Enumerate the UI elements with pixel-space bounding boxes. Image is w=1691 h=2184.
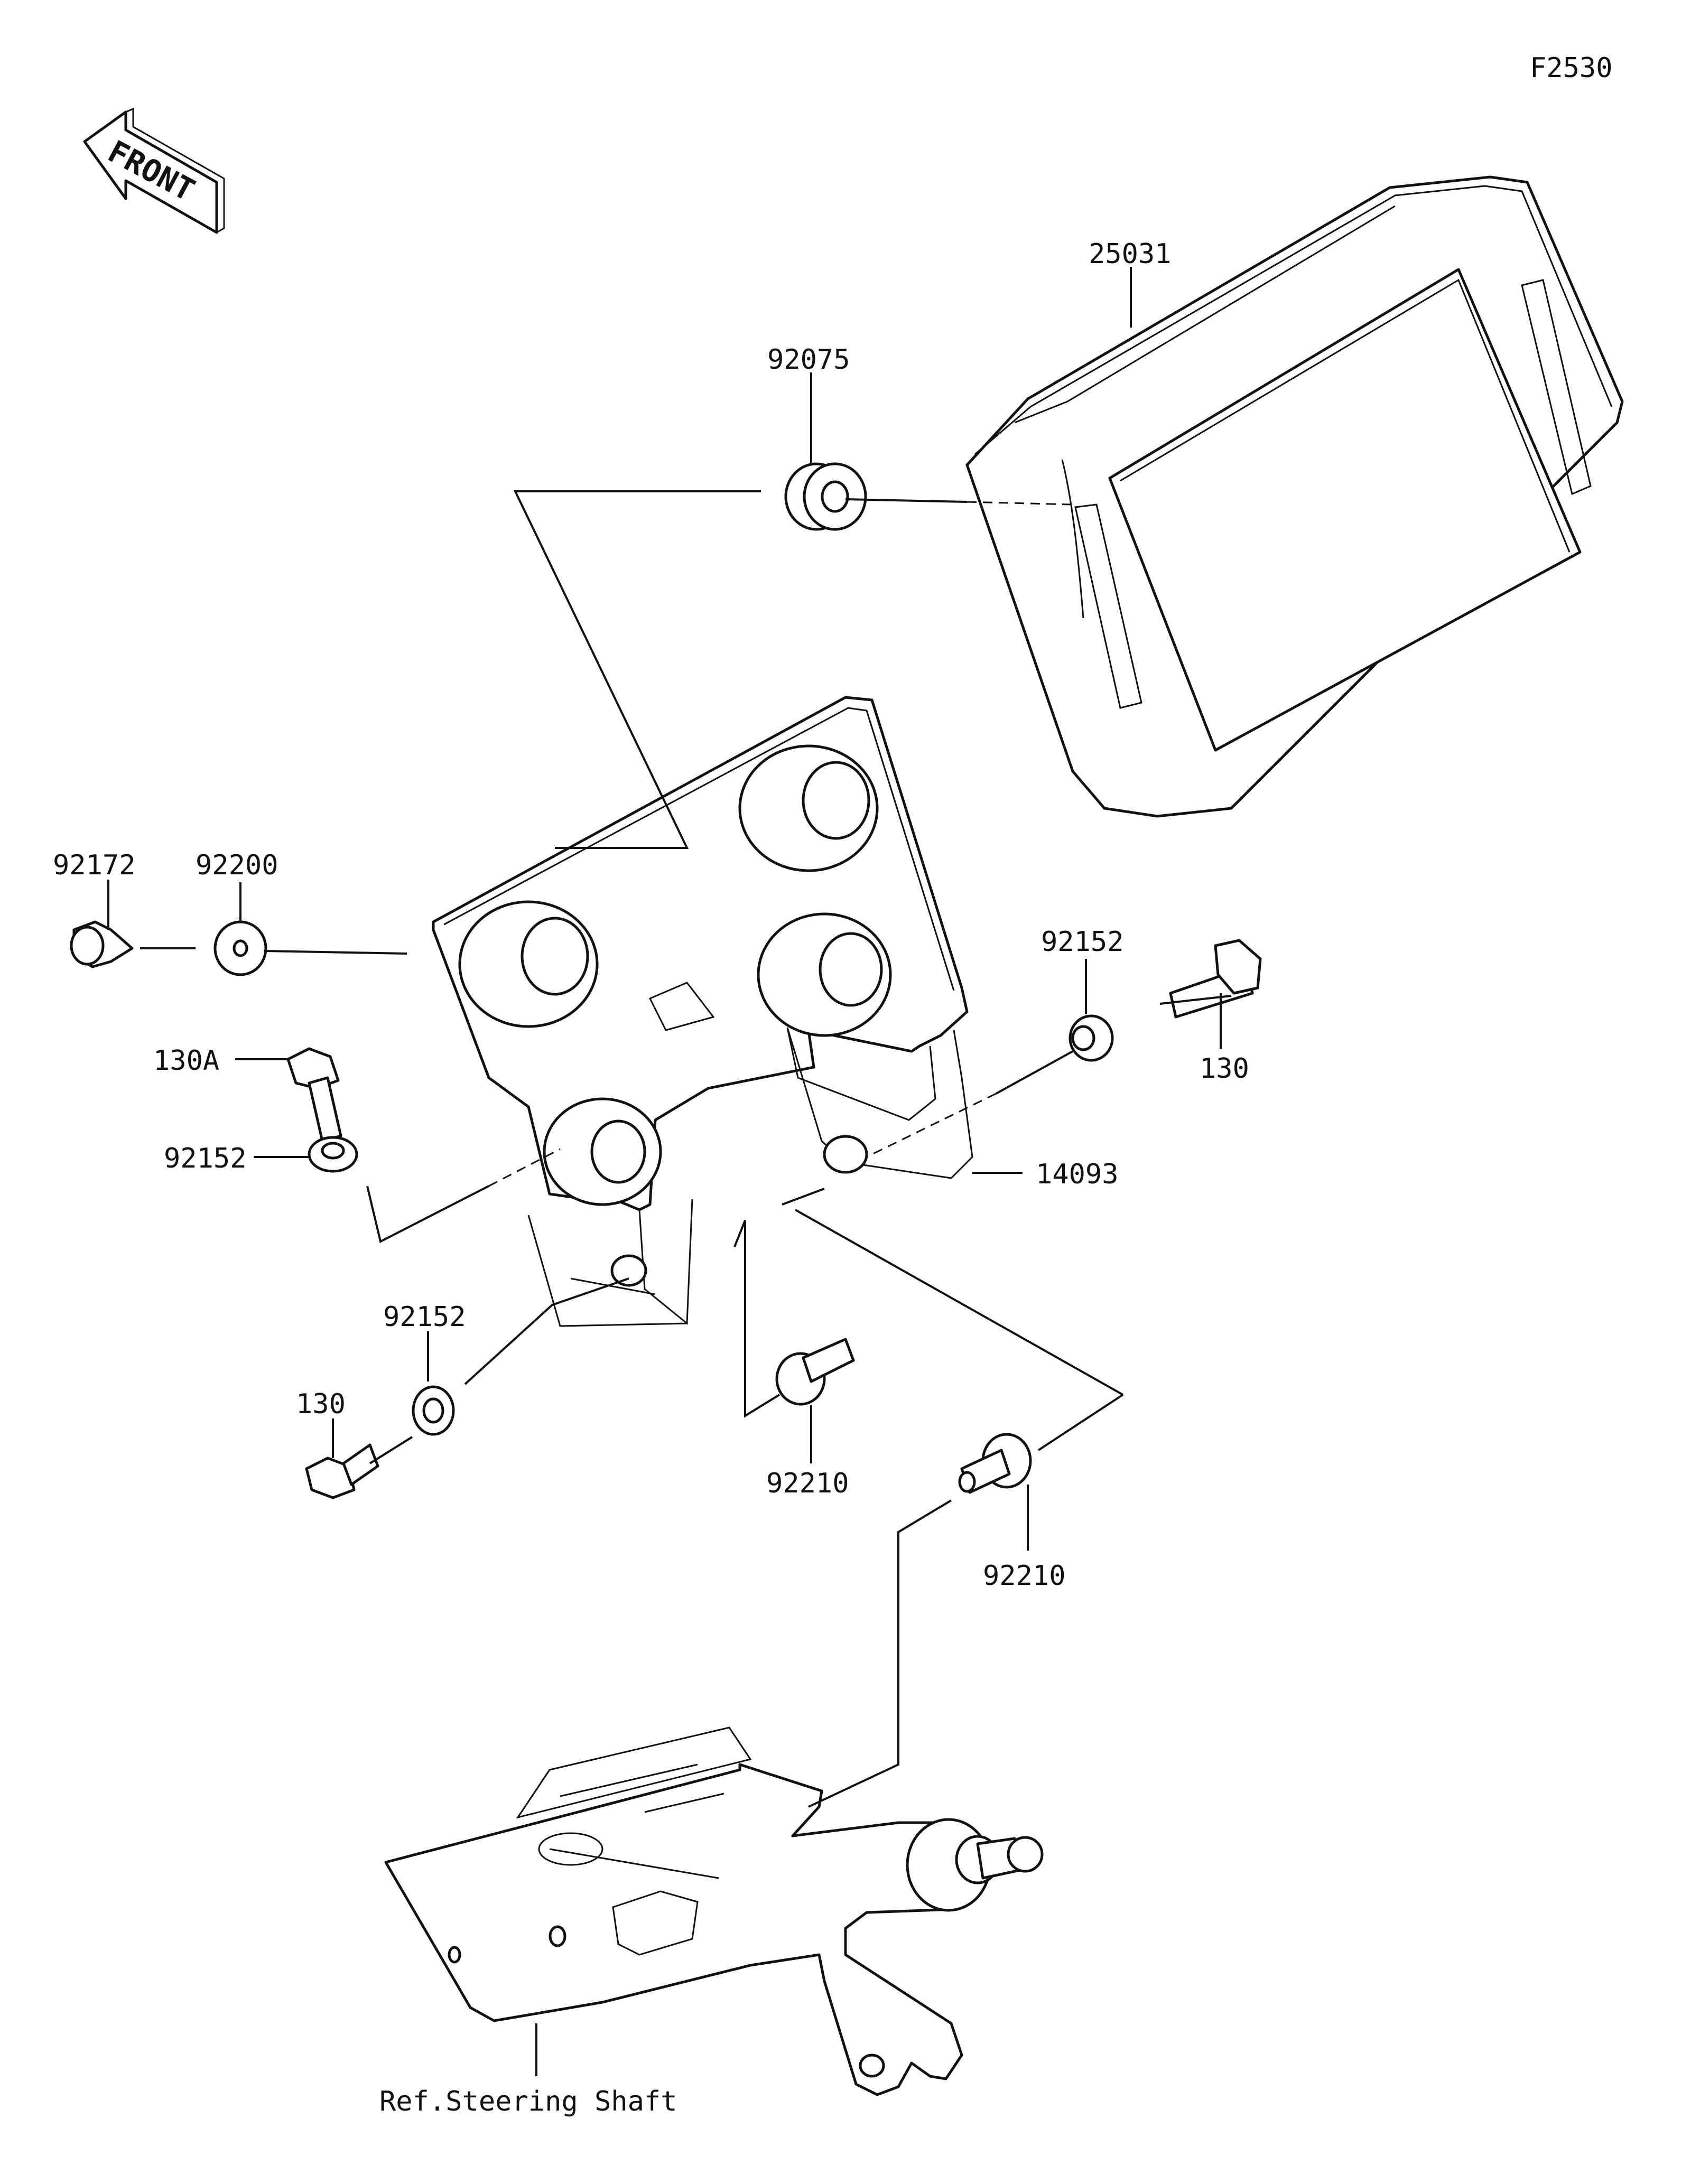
bolt-92172: [70, 920, 134, 968]
bolt-130-right: [1169, 939, 1262, 1019]
label-14093: 14093: [1036, 1159, 1119, 1190]
figure-code: F2530: [1530, 52, 1613, 84]
bushing-92210-lower: [958, 1433, 1032, 1494]
bolt-130-lower: [305, 1443, 379, 1499]
washer-92200: [213, 920, 267, 976]
label-130-lower: 130: [296, 1388, 346, 1420]
label-92210-mid: 92210: [766, 1468, 849, 1499]
meter-assembly: [965, 175, 1624, 818]
label-92075: 92075: [767, 344, 850, 376]
bracket-14093: [432, 696, 973, 1327]
label-92210-lower: 92210: [983, 1560, 1066, 1592]
label-92152-lower: 92152: [383, 1301, 466, 1333]
collar-92152-lower: [412, 1385, 455, 1436]
collar-92152-right: [1069, 1014, 1114, 1062]
label-25031: 25031: [1089, 238, 1172, 270]
leader-lines: [107, 267, 1232, 2076]
bolt-130a: [286, 1047, 342, 1143]
front-arrow-icon: FRONT: [83, 107, 225, 234]
collar-92152-left: [308, 1136, 358, 1173]
label-130a: 130A: [153, 1045, 219, 1077]
label-130-right: 130: [1200, 1053, 1249, 1085]
steering-shaft: [384, 1726, 1044, 2096]
bushing-92210-mid: [775, 1338, 855, 1406]
label-92152-left: 92152: [164, 1143, 247, 1174]
label-92152-right: 92152: [1041, 926, 1124, 958]
label-92200: 92200: [196, 850, 278, 881]
label-ref-steering-shaft: Ref.Steering Shaft: [379, 2086, 677, 2117]
grommet-92075: [784, 462, 867, 531]
label-92172: 92172: [53, 850, 136, 881]
